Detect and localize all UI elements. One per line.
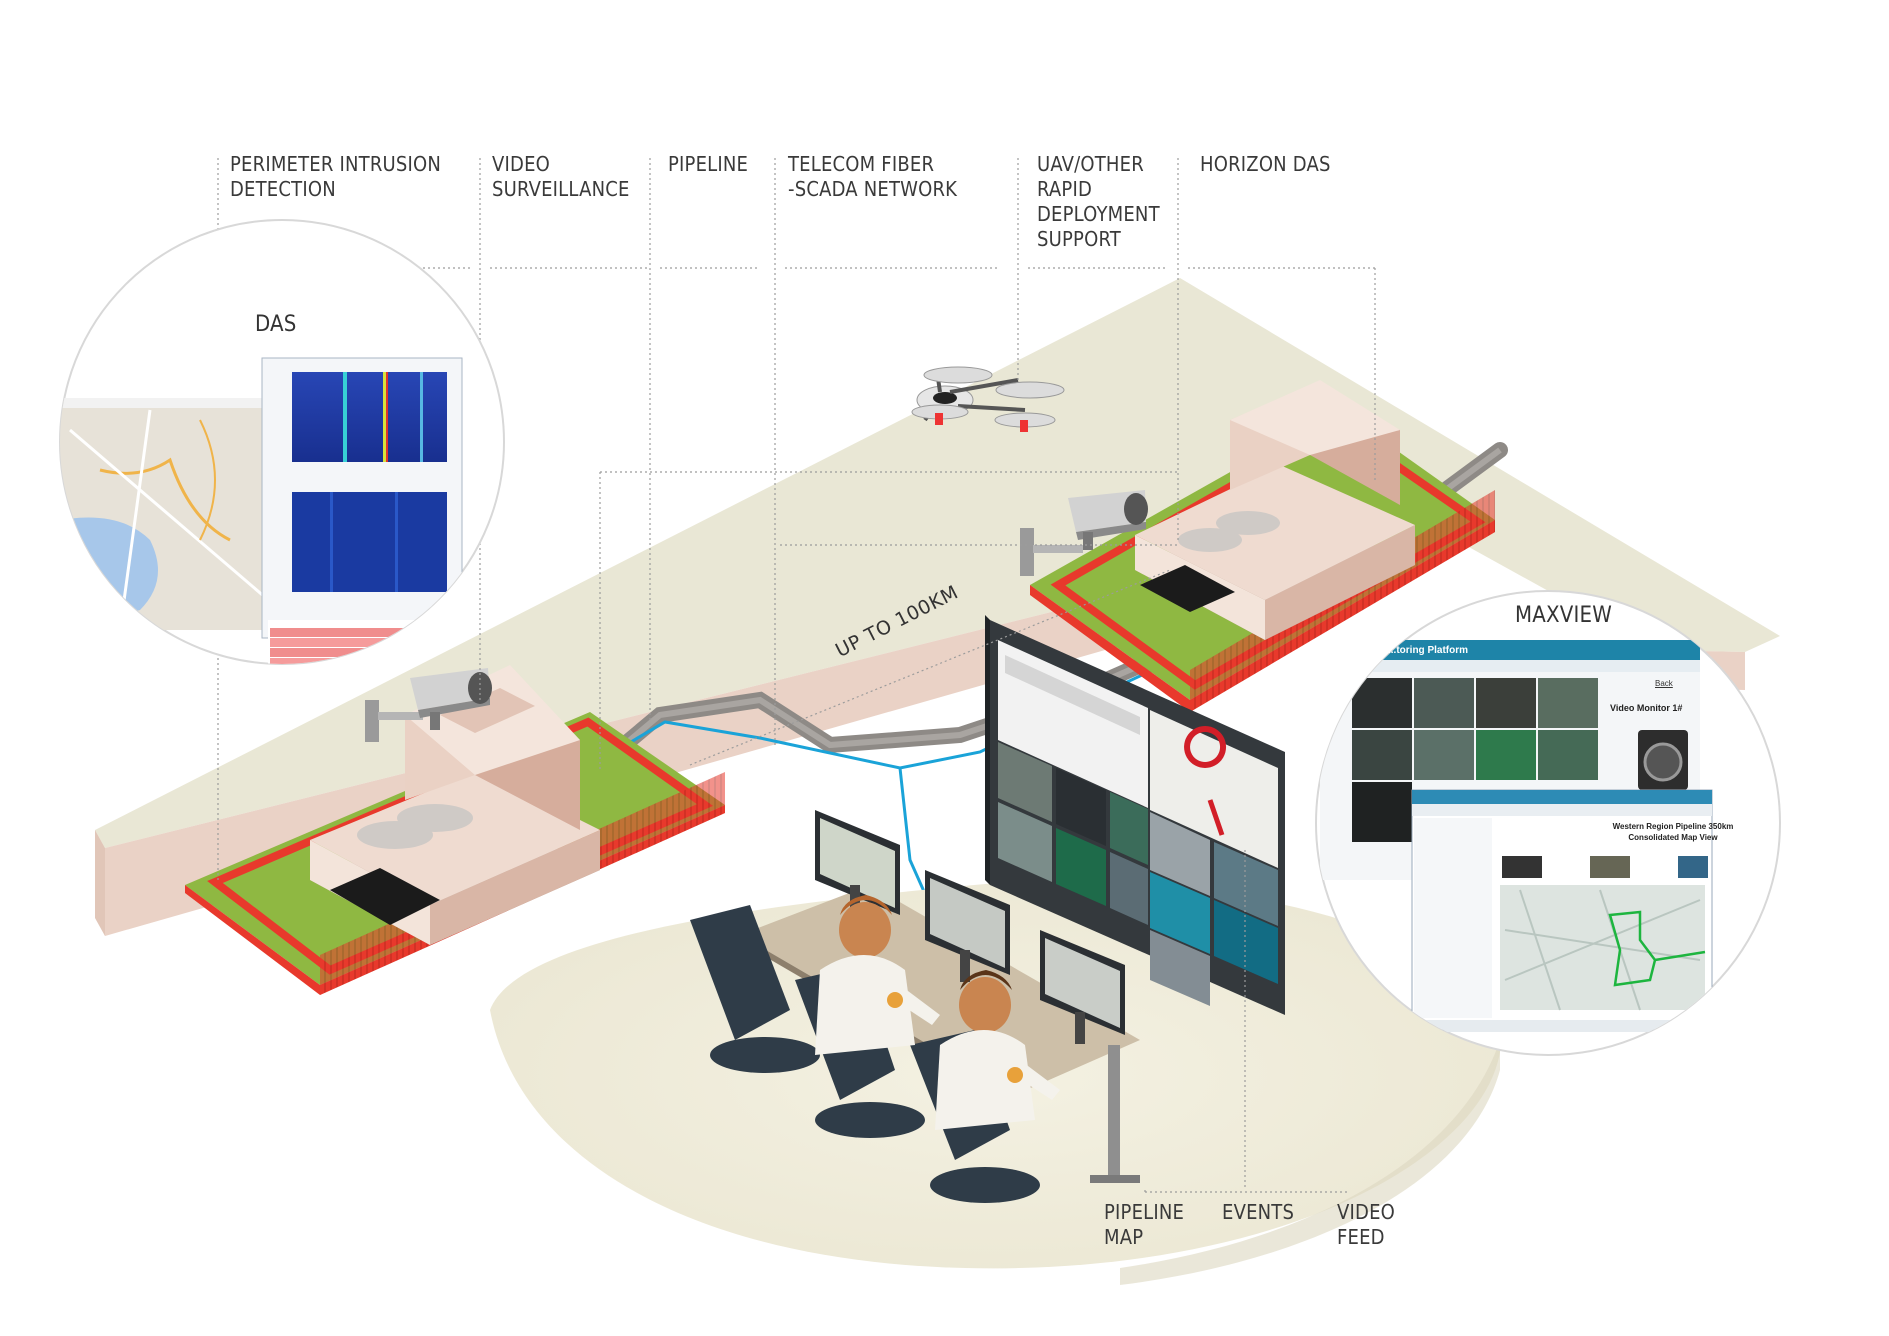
label-events: EVENTS <box>1222 1200 1295 1224</box>
camera-right <box>1020 490 1148 576</box>
maxview-map-title: Western Region Pipeline 350km <box>1612 822 1734 831</box>
right-facility <box>1030 380 1495 712</box>
maxview-back-link: Back <box>1655 679 1673 688</box>
label-pipeline: PIPELINE <box>668 152 749 176</box>
label-video-feed: VIDEO FEED <box>1337 1200 1395 1249</box>
maxview-map-subtitle: Consolidated Map View <box>1628 833 1718 842</box>
maxview-video-monitor: Video Monitor 1# <box>1610 703 1683 713</box>
label-video-surveillance: VIDEO SURVEILLANCE <box>492 152 630 201</box>
camera-left <box>365 668 492 742</box>
control-room <box>490 615 1502 1285</box>
label-das: DAS <box>255 312 297 337</box>
maxview-platform-title: ...toring Platform <box>1388 645 1468 656</box>
uav-drone <box>911 366 1065 432</box>
maxview-inset <box>1315 590 1781 1056</box>
label-telecom-fiber: TELECOM FIBER -SCADA NETWORK <box>788 152 958 201</box>
das-inset <box>59 219 505 665</box>
label-maxview: MAXVIEW <box>1515 603 1613 628</box>
label-horizon-das: HORIZON DAS <box>1200 152 1331 176</box>
label-uav: UAV/OTHER RAPID DEPLOYMENT SUPPORT <box>1037 152 1160 251</box>
label-pipeline-map: PIPELINE MAP <box>1104 1200 1185 1249</box>
left-facility <box>185 665 725 995</box>
label-perimeter-intrusion: PERIMETER INTRUSION DETECTION <box>230 152 442 201</box>
